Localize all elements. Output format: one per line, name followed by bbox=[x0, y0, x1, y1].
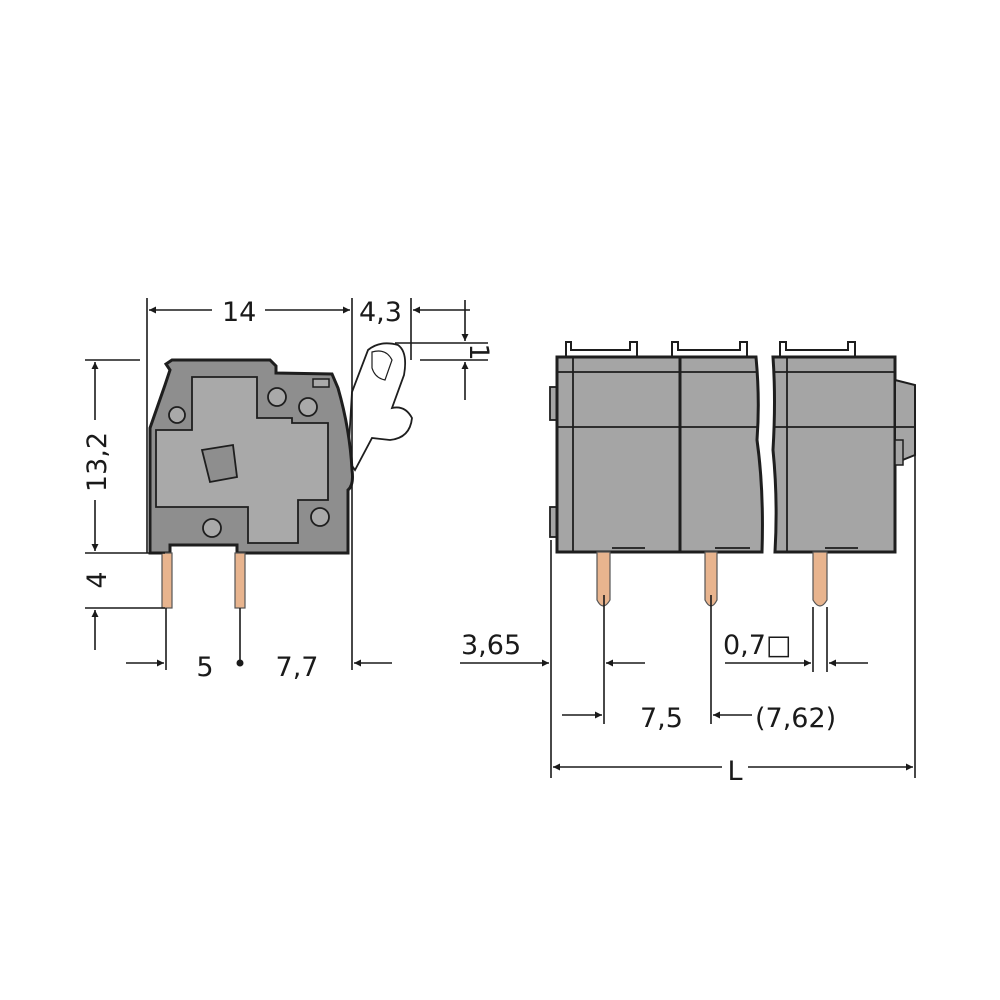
module-2 bbox=[678, 355, 764, 554]
pin bbox=[161, 552, 173, 609]
lever-label: 4,3 bbox=[359, 297, 402, 328]
housing-inner-region bbox=[155, 376, 329, 544]
height-label: 13,2 bbox=[82, 432, 113, 492]
length-label: L bbox=[727, 756, 742, 787]
module-1 bbox=[555, 355, 682, 554]
edge-offset-label: 3,65 bbox=[461, 630, 521, 661]
pin-size-label: 0,7□ bbox=[723, 630, 791, 661]
side-view: 14 4,3 1 13,2 4 5 7,7 bbox=[82, 297, 494, 683]
offset-label: 7,7 bbox=[276, 652, 319, 683]
mounting-holes bbox=[168, 387, 330, 538]
lever bbox=[347, 342, 413, 472]
release-slot bbox=[200, 443, 238, 484]
clips bbox=[565, 341, 856, 357]
module-3 bbox=[771, 355, 897, 554]
pitch-label: 7,5 bbox=[640, 703, 683, 734]
pin bbox=[234, 552, 246, 609]
front-view: 3,65 0,7□ 7,5 (7,62) L bbox=[460, 341, 916, 787]
lever-height-label: 1 bbox=[463, 343, 494, 360]
pin bbox=[812, 551, 828, 607]
pitch-label: 5 bbox=[196, 652, 213, 683]
alt-pitch-label: (7,62) bbox=[755, 703, 836, 734]
pin-length-label: 4 bbox=[82, 571, 113, 588]
pitch-dot bbox=[236, 659, 244, 667]
width-label: 14 bbox=[222, 297, 256, 328]
